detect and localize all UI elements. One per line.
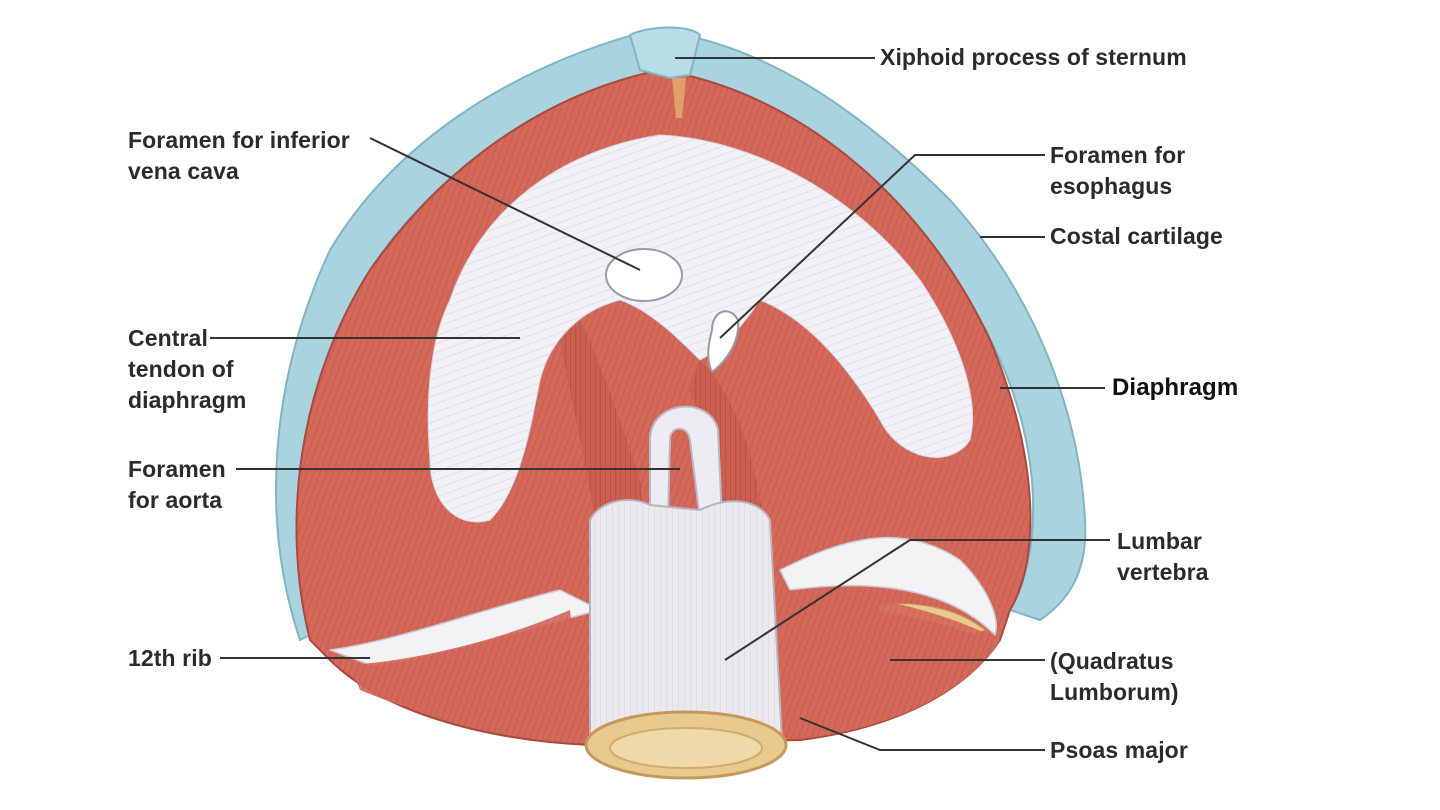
label-line: Lumborum): [1050, 679, 1179, 705]
label-esophageal-foramen: Foramen for esophagus: [1050, 140, 1185, 202]
label-xiphoid-process: Xiphoid process of sternum: [880, 42, 1187, 73]
label-line: 12th rib: [128, 645, 212, 671]
label-line: Foramen: [128, 456, 226, 482]
twelfth-rib-right: [778, 536, 997, 637]
ivc-foramen: [605, 248, 683, 302]
label-line: Diaphragm: [1112, 374, 1239, 401]
label-lumbar-vertebra: Lumbar vertebra: [1117, 526, 1209, 588]
label-line: Lumbar: [1117, 528, 1202, 554]
leader-psoas: [799, 717, 1045, 751]
label-line: diaphragm: [128, 387, 247, 413]
lumbar-vertebra: [589, 499, 784, 747]
label-costal-cartilage: Costal cartilage: [1050, 221, 1223, 252]
esophageal-foramen: [707, 310, 740, 374]
label-central-tendon: Central tendon of diaphragm: [128, 323, 246, 416]
label-line: Foramen for inferior: [128, 127, 350, 153]
quadratus-lumborum-left: [350, 610, 585, 740]
central-tendon: [427, 134, 973, 523]
xiphoid-tip: [672, 78, 686, 118]
label-line: vena cava: [128, 158, 239, 184]
label-line: Foramen for: [1050, 142, 1186, 168]
label-aortic-foramen: Foramen for aorta: [128, 454, 226, 516]
intervertebral-disc: [609, 727, 763, 769]
label-twelfth-rib: 12th rib: [128, 643, 212, 674]
label-line: Xiphoid process of sternum: [880, 44, 1187, 70]
xiphoid-process: [628, 26, 702, 80]
label-line: for aorta: [128, 487, 223, 513]
label-line: tendon of: [128, 356, 234, 382]
label-line: Costal cartilage: [1050, 223, 1223, 249]
label-quadratus-lumborum: (Quadratus Lumborum): [1050, 646, 1179, 708]
leader-esophagus: [719, 154, 1045, 339]
label-ivc-foramen: Foramen for inferior vena cava: [128, 125, 350, 187]
label-line: Central: [128, 325, 208, 351]
label-psoas-major: Psoas major: [1050, 735, 1188, 766]
label-line: vertebra: [1117, 559, 1209, 585]
quadratus-lumborum-right: [780, 590, 1000, 738]
label-line: (Quadratus: [1050, 648, 1174, 674]
label-diaphragm: Diaphragm: [1112, 372, 1238, 403]
leader-lumbar: [724, 539, 1110, 661]
label-line: esophagus: [1050, 173, 1173, 199]
leader-ivc: [369, 137, 641, 271]
leader-lines: [210, 57, 1110, 751]
label-line: Psoas major: [1050, 737, 1188, 763]
